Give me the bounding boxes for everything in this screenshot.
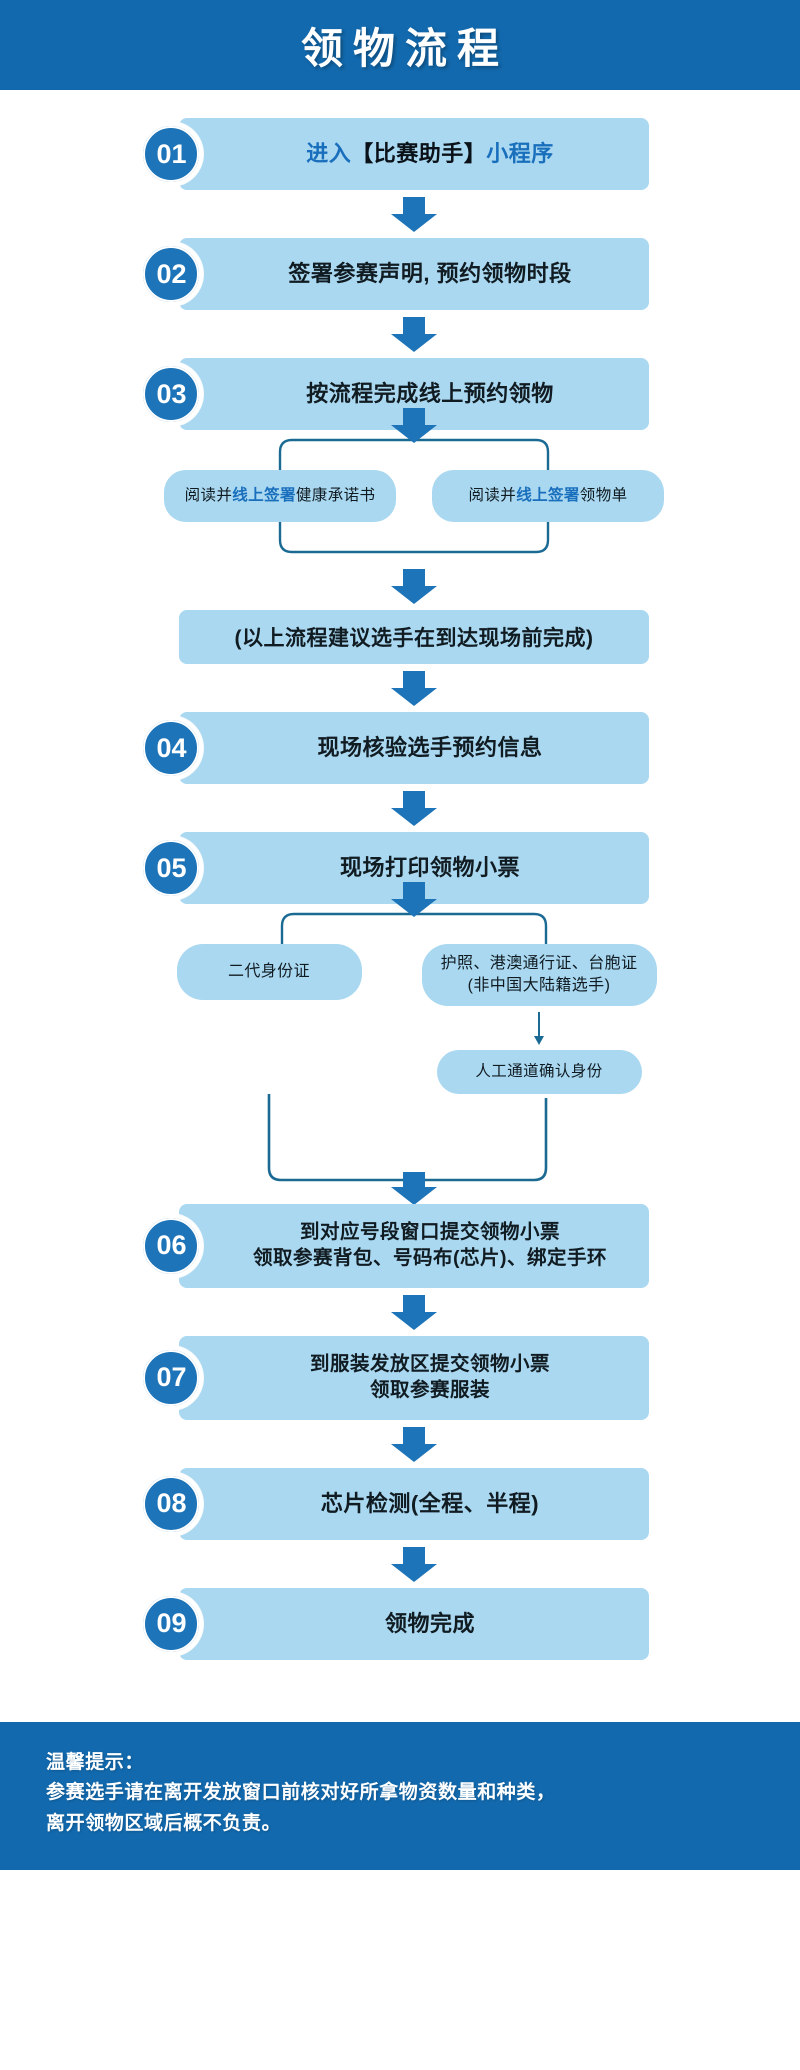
arrow-05-to-id [391,882,437,917]
sign-branch-boxes: 阅读并线上签署健康承诺书 阅读并线上签署领物单 [164,470,664,522]
step-03-label: 按流程完成线上预约领物 [306,381,554,407]
step-05-label: 现场打印领物小票 [339,855,520,881]
sign-right-accent: 线上签署 [516,487,580,505]
arrow-03-to-sign [391,408,437,443]
header-banner: 领物流程 [0,0,800,90]
step-07-label: 到服装发放区提交领物小票 领取参赛服装 [179,1344,649,1411]
step-01-part-2: 【比赛助手】 [351,141,487,167]
step-04[interactable]: 04 现场核验选手预约信息 [139,712,649,784]
step-09-number: 09 [143,1595,199,1652]
footer-title: 温馨提示： [46,1751,145,1773]
step-07-badge: 07 [139,1345,203,1410]
step-05-number: 05 [143,840,199,896]
id-branch-col-right: 护照、港澳通行证、台胞证 (非中国大陆籍选手) 人工通道确认身份 [414,944,664,1094]
step-04-label: 现场核验选手预约信息 [317,735,543,761]
arrow-passport-to-manual [532,1011,546,1046]
step-06-line2: 领取参赛背包、号码布(芯片)、绑定手环 [253,1246,607,1269]
step-01-part-1: 进入 [306,141,352,167]
step-03[interactable]: 03 按流程完成线上预约领物 [139,358,649,430]
id-right-line1: 护照、港澳通行证、台胞证 [440,955,638,972]
sign-left-pre: 阅读并 [184,487,233,505]
step-04-badge: 04 [139,716,203,780]
step-01[interactable]: 01 进入【比赛助手】小程序 [139,118,649,190]
step-02-number: 02 [143,246,199,302]
step-08-badge: 08 [139,1471,203,1536]
step-08-number: 08 [143,1475,199,1532]
sign-branch-merge-connector [164,522,664,562]
step-03-badge: 03 [139,362,203,426]
step-09-label: 领物完成 [384,1610,475,1636]
arrow-07-to-08 [391,1426,437,1462]
sign-branch-box-pickup[interactable]: 阅读并线上签署领物单 [432,470,664,522]
footer-spacer [0,1689,800,1722]
step-09-badge: 09 [139,1591,203,1656]
id-branch-merge-connector [164,1093,664,1205]
step-07-line1: 到服装发放区提交领物小票 [309,1352,550,1375]
step-07[interactable]: 07 到服装发放区提交领物小票 领取参赛服装 [139,1335,649,1420]
id-branch-box-manual-channel[interactable]: 人工通道确认身份 [436,1049,642,1094]
step-08-label: 芯片检测(全程、半程) [320,1490,540,1516]
sign-left-post: 健康承诺书 [295,487,376,505]
arrow-06-to-07 [391,1294,437,1330]
step-01-label: 进入【比赛助手】小程序 [179,131,649,176]
id-merge-svg [267,1093,548,1181]
sign-right-pre: 阅读并 [468,487,517,505]
step-06[interactable]: 06 到对应号段窗口提交领物小票 领取参赛背包、号码布(芯片)、绑定手环 [139,1203,649,1288]
footer-line-2: 离开领物区域后概不负责。 [46,1813,282,1835]
id-branch-box-passport[interactable]: 护照、港澳通行证、台胞证 (非中国大陆籍选手) [421,944,657,1006]
arrow-04-to-05 [391,791,437,826]
step-06-line1: 到对应号段窗口提交领物小票 [299,1220,560,1243]
arrow-id-to-06 [391,1171,437,1206]
id-branch-box-idcard[interactable]: 二代身份证 [176,944,362,1000]
page-title: 领物流程 [300,24,509,72]
id-branch: 二代身份证 护照、港澳通行证、台胞证 (非中国大陆籍选手) 人工通道确认身份 [164,882,664,1205]
id-branch-columns: 二代身份证 护照、港澳通行证、台胞证 (非中国大陆籍选手) 人工通道确认身份 [164,944,664,1094]
step-01-badge: 01 [139,122,203,186]
step-03-number: 03 [143,366,199,422]
step-06-number: 06 [143,1217,199,1274]
step-06-label: 到对应号段窗口提交领物小票 领取参赛背包、号码布(芯片)、绑定手环 [179,1212,649,1279]
sign-right-post: 领物单 [579,487,628,505]
footer-line-1: 参赛选手请在离开发放窗口前核对好所拿物资数量和种类， [46,1782,556,1804]
sign-left-accent: 线上签署 [232,487,296,505]
flow-container: 01 进入【比赛助手】小程序 02 签署参赛声明, 预约领物时段 03 按流程完… [0,90,800,1690]
sign-merge-svg [278,522,550,554]
step-01-number: 01 [143,126,199,182]
arrow-sign-to-note [391,569,437,604]
note-bar-pre-arrival: (以上流程建议选手在到达现场前完成) [179,610,649,664]
sign-branch-box-health[interactable]: 阅读并线上签署健康承诺书 [164,470,396,522]
arrow-note-to-04 [391,671,437,706]
id-right-line2: (非中国大陆籍选手) [467,976,611,994]
sign-branch-split-connector [164,408,664,470]
step-07-line2: 领取参赛服装 [369,1378,490,1401]
arrow-08-to-09 [391,1546,437,1582]
step-05-badge: 05 [139,836,203,900]
step-08[interactable]: 08 芯片检测(全程、半程) [139,1467,649,1540]
sign-branch: 阅读并线上签署健康承诺书 阅读并线上签署领物单 [164,408,664,562]
step-09[interactable]: 09 领物完成 [139,1587,649,1660]
step-06-badge: 06 [139,1213,203,1278]
step-07-number: 07 [143,1349,199,1406]
step-02[interactable]: 02 签署参赛声明, 预约领物时段 [139,238,649,310]
arrow-02-to-03 [391,317,437,352]
step-02-label: 签署参赛声明, 预约领物时段 [288,261,572,287]
step-02-badge: 02 [139,242,203,306]
step-01-part-3: 小程序 [486,141,554,167]
step-04-number: 04 [143,720,199,776]
id-branch-split-connector [164,882,664,944]
footer-notice: 温馨提示： 参赛选手请在离开发放窗口前核对好所拿物资数量和种类， 离开领物区域后… [0,1721,800,1870]
id-branch-col-left: 二代身份证 [164,944,374,1094]
arrow-01-to-02 [391,197,437,232]
